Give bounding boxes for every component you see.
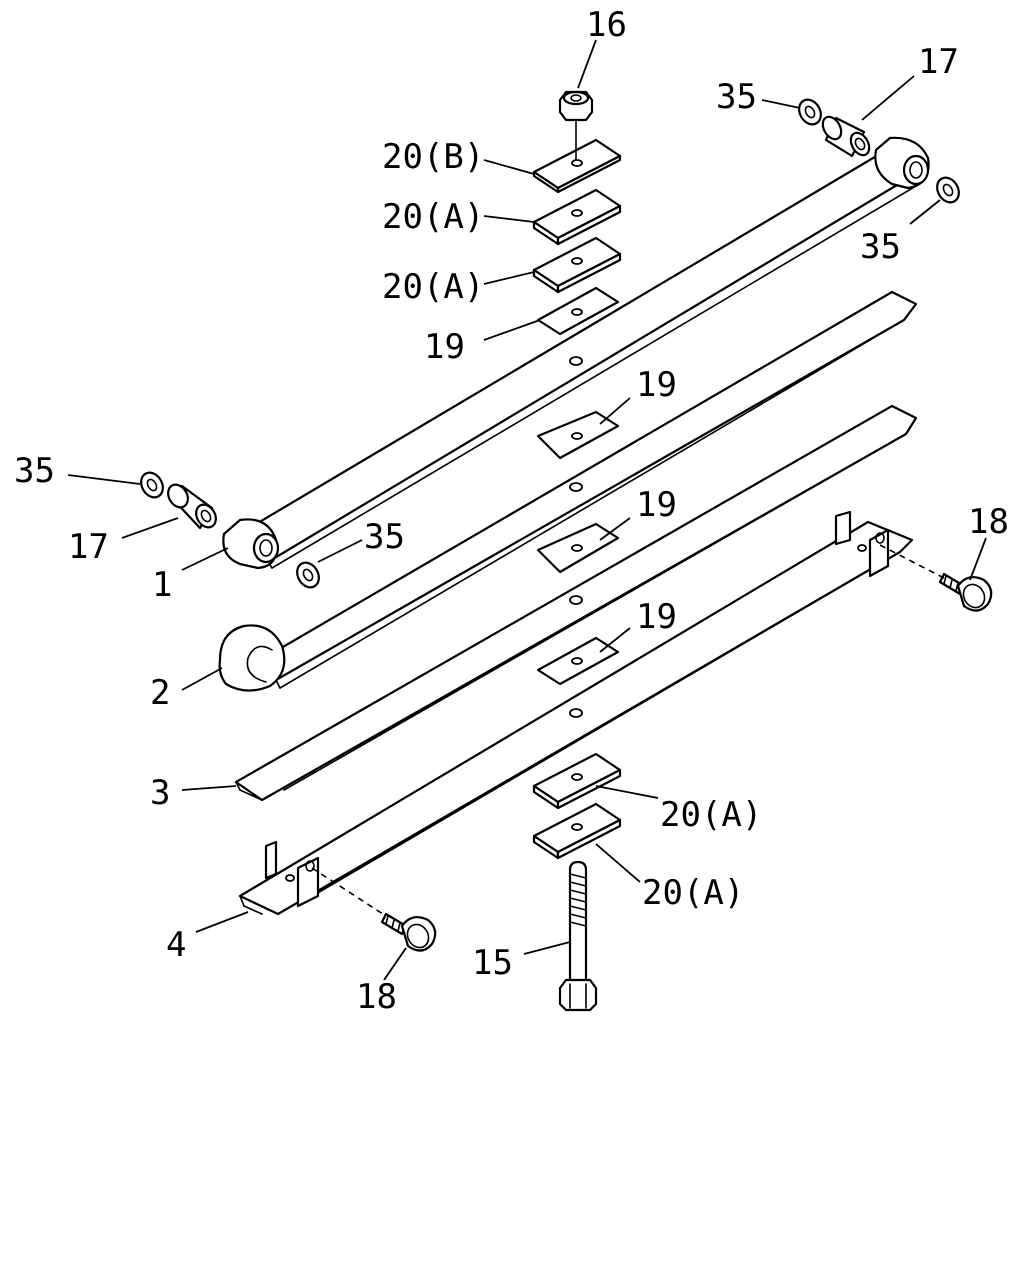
bushing-17-top: [821, 115, 871, 158]
assembly-line-right: [879, 544, 945, 579]
spacer-20a-2: [532, 236, 622, 294]
callout-35-mid: 35: [364, 517, 405, 557]
callout-35-top-right: 35: [860, 227, 901, 267]
center-hole: [569, 482, 583, 492]
washer-35-mid: [296, 561, 320, 589]
callout-35-top-left: 35: [716, 77, 757, 117]
bolt-18-right: [938, 572, 993, 612]
leaf-2: [218, 290, 918, 692]
callout-19-2: 19: [636, 365, 677, 405]
pad-19-top: [536, 286, 620, 336]
bolt-18-left: [380, 912, 437, 952]
leaf-2-eye: [218, 624, 286, 692]
callout-20b: 20(B): [382, 137, 484, 177]
bolt-15: [558, 860, 598, 1012]
callout-20a-4: 20(A): [642, 873, 744, 913]
callout-2: 2: [150, 673, 170, 713]
leaf-1-right-eye: [874, 136, 930, 190]
callout-4: 4: [166, 925, 186, 965]
callout-17-top: 17: [918, 42, 959, 82]
pad-19-3: [536, 522, 620, 574]
assembly-line-left: [311, 867, 387, 917]
leaf-4-left-clip: [264, 840, 320, 908]
spacer-20a-3: [532, 752, 622, 810]
leaf-3: [234, 404, 918, 802]
callout-20a-2: 20(A): [382, 267, 484, 307]
leaf-4: [238, 510, 914, 916]
leaf-1-left-eye: [222, 518, 280, 570]
callout-20a-1: 20(A): [382, 197, 484, 237]
pad-19-4: [536, 636, 620, 686]
washer-35-left: [140, 471, 164, 499]
spacer-20a-4: [532, 802, 622, 860]
spacer-20b: [532, 138, 622, 194]
center-hole: [569, 595, 583, 605]
pad-19-2: [536, 410, 620, 460]
washer-35-top-left: [798, 98, 822, 126]
callout-35-left: 35: [14, 451, 55, 491]
callout-18-left: 18: [356, 977, 397, 1017]
center-hole: [569, 708, 583, 718]
callout-1: 1: [152, 565, 172, 605]
washer-35-top-right: [936, 176, 960, 204]
callout-20a-3: 20(A): [660, 795, 762, 835]
center-hole: [569, 356, 583, 366]
bushing-17-left: [167, 483, 217, 530]
callout-19-3: 19: [636, 485, 677, 525]
leader-lines: [67, 39, 987, 981]
leaf-4-right-clip: [834, 510, 890, 578]
nut-16: [558, 90, 594, 161]
callout-19-top: 19: [424, 327, 465, 367]
leaf-1: [222, 136, 930, 570]
callout-16: 16: [586, 5, 627, 45]
callout-3: 3: [150, 773, 170, 813]
callout-19-4: 19: [636, 597, 677, 637]
spacer-20a-1: [532, 188, 622, 246]
callout-17-left: 17: [68, 527, 109, 567]
callout-18-right: 18: [968, 502, 1009, 542]
callout-15: 15: [472, 943, 513, 983]
